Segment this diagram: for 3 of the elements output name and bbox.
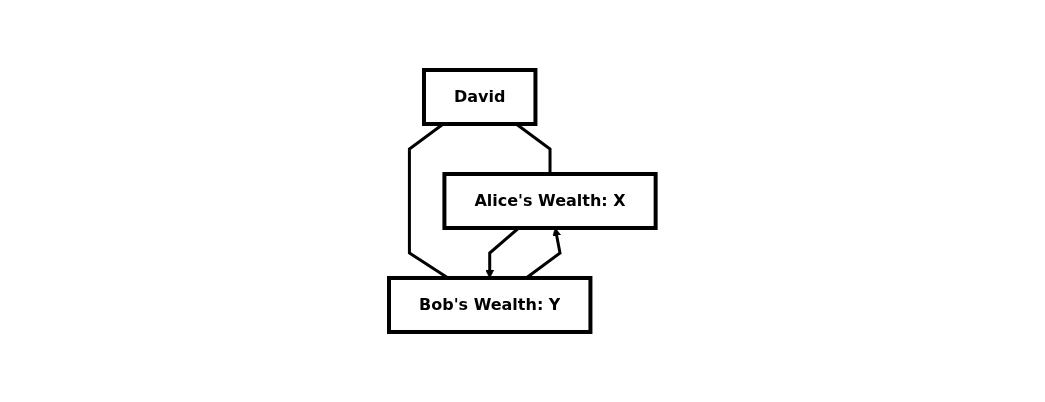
node-box: David xyxy=(422,68,538,126)
node-box: Alice's Wealth: X xyxy=(442,172,658,230)
node-box: Bob's Wealth: Y xyxy=(387,276,593,334)
